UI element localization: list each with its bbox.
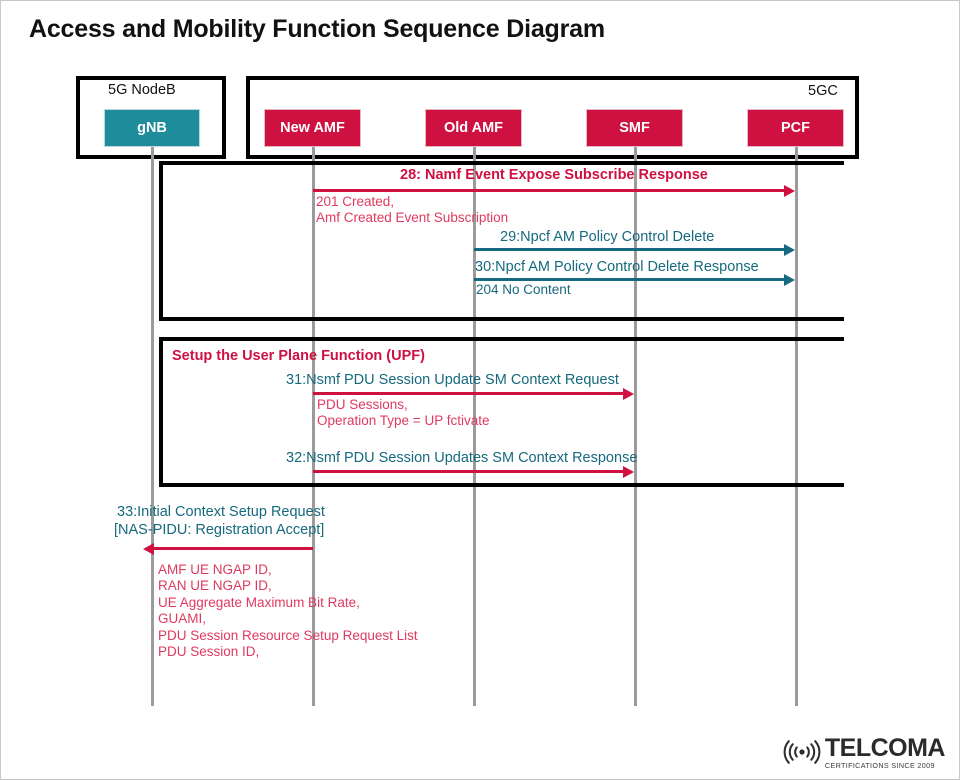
message-note-31: PDU Sessions, Operation Type = UP fctiva… — [317, 397, 490, 429]
actor-box-newamf[interactable]: New AMF — [264, 109, 361, 147]
message-note-33: AMF UE NGAP ID, RAN UE NGAP ID, UE Aggre… — [158, 562, 418, 660]
message-note-30: 204 No Content — [476, 282, 571, 297]
actor-box-oldamf[interactable]: Old AMF — [425, 109, 522, 147]
message-arrow-32 — [313, 465, 634, 478]
actor-label-smf: SMF — [619, 120, 650, 136]
actor-label-newamf: New AMF — [280, 120, 345, 136]
lifeline-oldamf — [473, 145, 476, 706]
actor-box-gnb[interactable]: gNB — [104, 109, 200, 147]
brand-logo: TELCOMA CERTIFICATIONS SINCE 2009 — [782, 733, 946, 770]
message-arrow-31 — [313, 387, 634, 400]
message-arrow-30 — [474, 273, 795, 286]
arrowhead-right-icon — [784, 273, 795, 286]
message-label-33-line2: [NAS-PIDU: Registration Accept] — [114, 522, 325, 538]
message-label-30: 30:Npcf AM Policy Control Delete Respons… — [475, 259, 759, 275]
message-label-32: 32:Nsmf PDU Session Updates SM Context R… — [286, 450, 638, 466]
actor-group-core-label: 5GC — [808, 83, 838, 99]
wireless-signal-icon — [783, 740, 821, 765]
message-note-28: 201 Created, Amf Created Event Subscript… — [316, 194, 509, 226]
actor-box-pcf[interactable]: PCF — [747, 109, 844, 147]
logo-name: TELCOMA — [824, 733, 946, 762]
arrowhead-right-icon — [784, 184, 795, 197]
actor-label-oldamf: Old AMF — [443, 120, 504, 136]
actor-label-gnb: gNB — [137, 120, 167, 136]
message-arrow-28 — [313, 184, 795, 197]
message-arrow-29 — [474, 243, 795, 256]
lifeline-newamf — [312, 145, 315, 706]
lifeline-pcf — [795, 145, 798, 706]
actor-group-ran-label: 5G NodeB — [108, 82, 176, 98]
message-label-31: 31:Nsmf PDU Session Update SM Context Re… — [286, 372, 619, 388]
page-title: Access and Mobility Function Sequence Di… — [29, 15, 605, 43]
arrowhead-right-icon — [784, 243, 795, 256]
section-label-2: Setup the User Plane Function (UPF) — [172, 348, 425, 364]
actor-group-core-frame — [246, 76, 859, 159]
actor-label-pcf: PCF — [781, 120, 810, 136]
message-label-29: 29:Npcf AM Policy Control Delete — [500, 229, 715, 245]
message-label-33-line1: 33:Initial Context Setup Request — [117, 504, 325, 520]
logo-text-block: TELCOMA CERTIFICATIONS SINCE 2009 — [824, 733, 946, 770]
arrowhead-right-icon — [623, 387, 634, 400]
arrowhead-left-icon — [143, 542, 154, 555]
lifeline-smf — [634, 145, 637, 706]
logo-tagline: CERTIFICATIONS SINCE 2009 — [824, 760, 935, 770]
arrowhead-right-icon — [623, 465, 634, 478]
lifeline-gnb — [151, 141, 154, 706]
message-label-28: 28: Namf Event Expose Subscribe Response — [400, 167, 708, 183]
message-arrow-33 — [143, 542, 313, 555]
actor-box-smf[interactable]: SMF — [586, 109, 683, 147]
